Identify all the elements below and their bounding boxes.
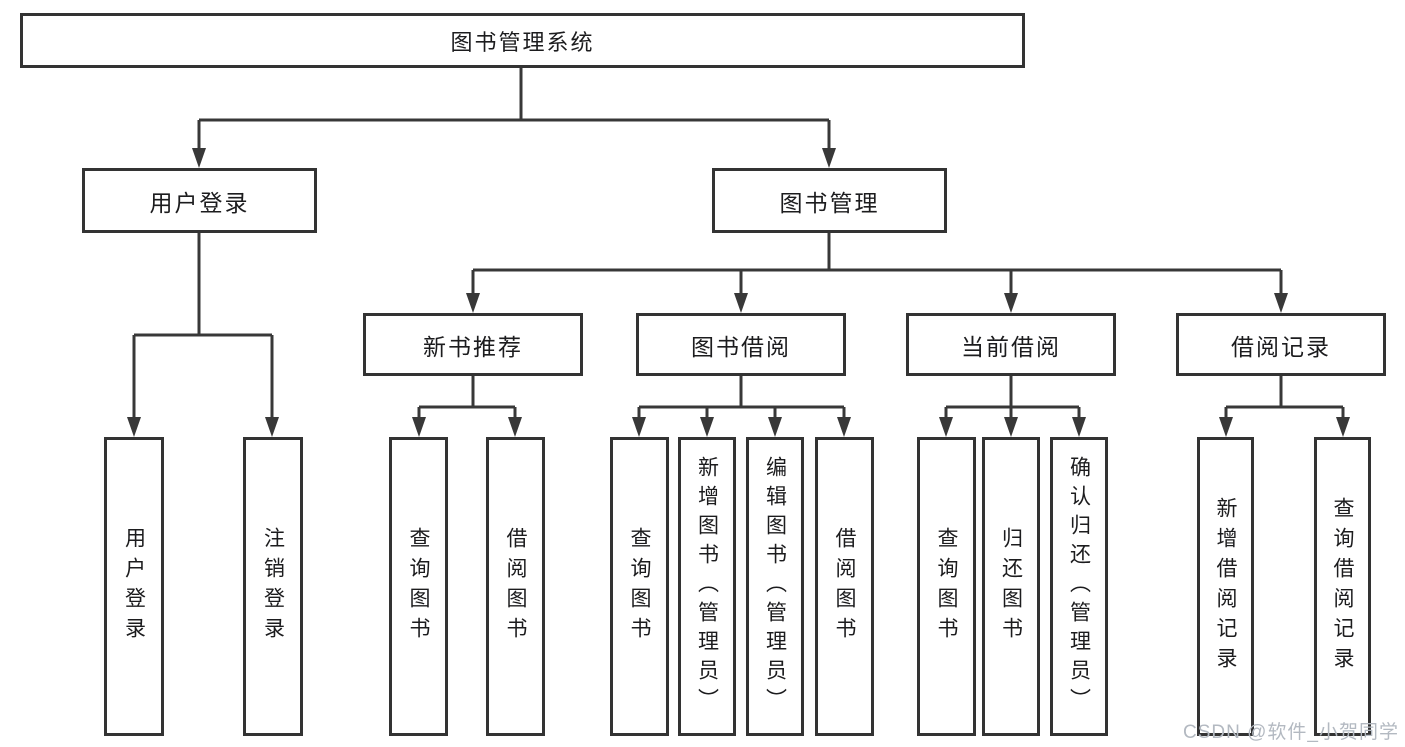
- connector-user-login-children: [127, 233, 279, 437]
- leaf-user-login: 用户登录: [104, 437, 164, 736]
- leaf-edit-books-admin-label: 编辑图书（管理员）: [763, 456, 787, 717]
- leaf-borrow-books-label: 借阅图书: [833, 526, 856, 647]
- leaf-edit-books-admin: 编辑图书（管理员）: [746, 437, 804, 736]
- connector-new-book-children: [412, 376, 522, 437]
- leaf-query-books-current-label: 查询图书: [935, 526, 958, 647]
- leaf-confirm-return-admin: 确认归还（管理员）: [1050, 437, 1108, 736]
- node-library-management-system: 图书管理系统: [20, 13, 1025, 68]
- leaf-logout-label: 注销登录: [261, 526, 285, 647]
- leaf-borrow-books-recommend: 借阅图书: [486, 437, 545, 736]
- leaf-return-books-label: 归还图书: [999, 526, 1023, 647]
- leaf-add-books-admin-label: 新增图书（管理员）: [695, 456, 719, 717]
- node-current-borrow: 当前借阅: [906, 313, 1116, 376]
- leaf-user-login-label: 用户登录: [122, 526, 146, 647]
- leaf-add-borrow-record-label: 新增借阅记录: [1214, 496, 1237, 677]
- connector-book-borrow-children: [632, 376, 851, 437]
- csdn-watermark: CSDN @软件_小贺同学: [1183, 722, 1399, 743]
- leaf-query-books-current: 查询图书: [917, 437, 976, 736]
- connector-book-mgmt-to-level3: [466, 233, 1288, 313]
- leaf-query-books-borrow: 查询图书: [610, 437, 669, 736]
- node-borrow-records: 借阅记录: [1176, 313, 1386, 376]
- leaf-add-books-admin: 新增图书（管理员）: [678, 437, 736, 736]
- connector-borrow-records-children: [1219, 376, 1350, 437]
- leaf-query-borrow-record-label: 查询借阅记录: [1331, 496, 1354, 677]
- leaf-confirm-return-admin-label: 确认归还（管理员）: [1067, 456, 1091, 717]
- connector-root-to-level2: [192, 68, 836, 168]
- node-new-book-recommend: 新书推荐: [363, 313, 583, 376]
- leaf-borrow-books-recommend-label: 借阅图书: [504, 526, 527, 647]
- leaf-query-books-borrow-label: 查询图书: [628, 526, 651, 647]
- leaf-query-books-recommend-label: 查询图书: [407, 526, 430, 647]
- node-book-borrow: 图书借阅: [636, 313, 846, 376]
- connector-current-borrow-children: [939, 376, 1086, 437]
- node-user-login: 用户登录: [82, 168, 317, 233]
- leaf-query-borrow-record: 查询借阅记录: [1314, 437, 1371, 736]
- node-book-management: 图书管理: [712, 168, 947, 233]
- leaf-borrow-books: 借阅图书: [815, 437, 874, 736]
- leaf-add-borrow-record: 新增借阅记录: [1197, 437, 1254, 736]
- leaf-query-books-recommend: 查询图书: [389, 437, 448, 736]
- leaf-return-books: 归还图书: [982, 437, 1040, 736]
- leaf-logout: 注销登录: [243, 437, 303, 736]
